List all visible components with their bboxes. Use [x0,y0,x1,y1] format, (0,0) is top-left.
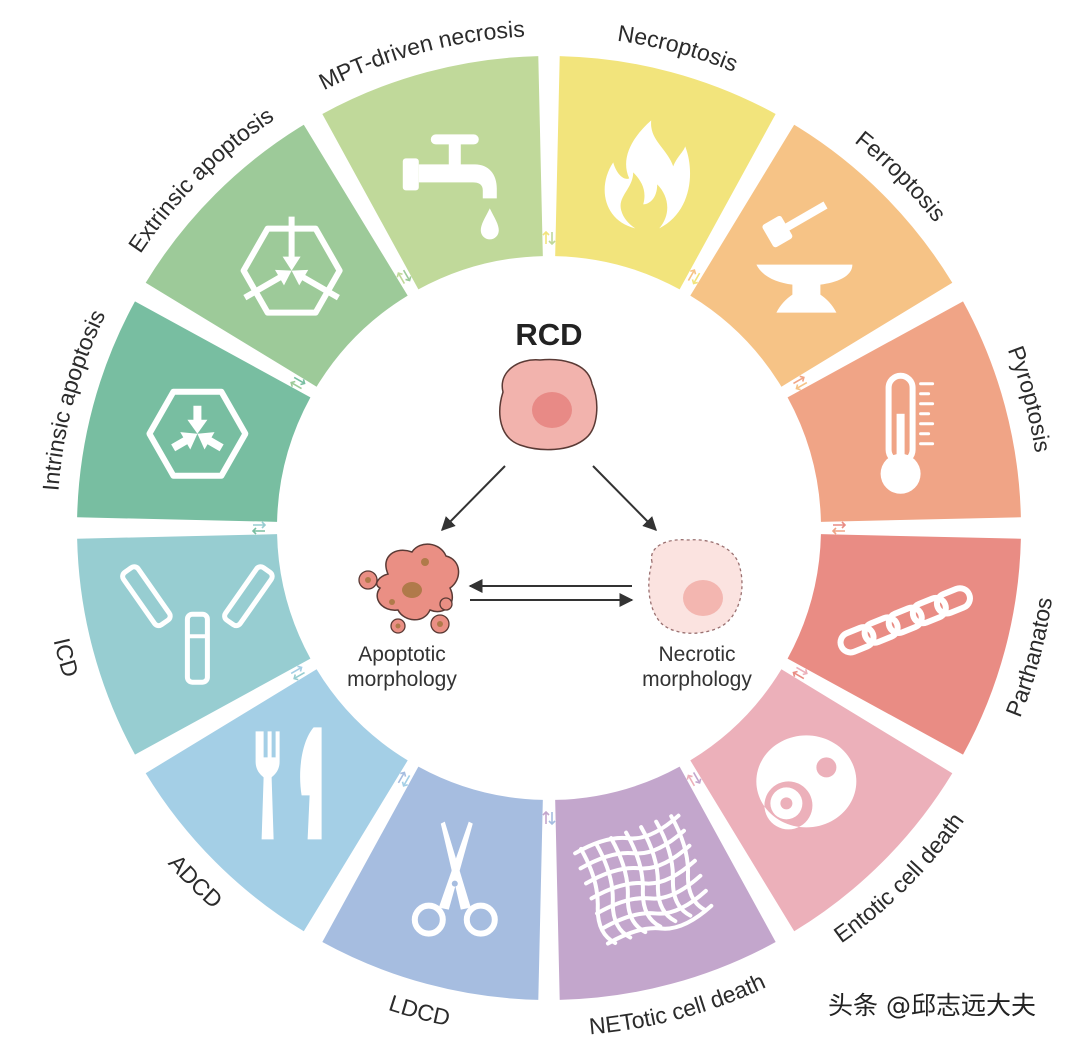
segment-adcd [145,669,408,932]
necrotic-cell [648,539,743,634]
arrow-to-apoptotic [441,465,506,531]
connector-arrows [251,521,267,535]
normal-cell [499,358,598,451]
connector-arrows [831,521,847,535]
segment-connectors [251,230,847,826]
connector-arrows [792,666,808,680]
connector-arrows [290,376,306,390]
segment-ldcd [322,766,543,1000]
hexagon-arrows-icon [146,388,249,479]
label-ldcd: LDCD [386,990,453,1031]
net-icon [573,813,714,946]
connector-arrows [290,665,305,681]
watermark: 头条 @邱志远大夫 [828,991,1036,1020]
scissors-icon [411,821,498,937]
connector-arrows [396,269,412,284]
segment-icons [120,120,973,946]
connector-arrows [542,810,556,826]
segment-labels: NecroptosisFerroptosisPyroptosisParthana… [37,16,1057,1040]
necrotic-label-line1: Necrotic [658,643,735,666]
center-title: RCD [515,317,582,352]
segment-icd [77,534,311,755]
hexagon-arrows-out-icon [240,216,343,316]
connector-arrows [542,230,556,246]
connector-arrows [686,772,702,787]
segment-ferroptosis [690,124,953,387]
hammer-anvil-icon [756,201,853,313]
center-panel: RCD Apoptotic morphology Nec [347,317,752,691]
faucet-icon [402,134,499,240]
connector-arrows [687,269,701,285]
apoptotic-cell [358,543,460,634]
segment-extrinsic-apoptosis [145,124,408,387]
chain-icon [837,585,973,656]
label-icd: ICD [49,635,84,679]
segment-ring [77,56,1021,1000]
antibody-icon [120,564,275,685]
segment-pyroptosis [787,301,1021,522]
connector-arrows [793,375,808,391]
fork-knife-icon [255,727,322,840]
apoptotic-label-line2: morphology [347,668,457,691]
thermometer-icon [880,372,935,494]
necrotic-label-line2: morphology [642,668,752,691]
apoptotic-label-line1: Apoptotic [358,643,446,666]
fire-icon [604,120,691,229]
arrow-to-necrotic [592,465,657,531]
connector-arrows [397,771,411,787]
cell-in-cell-icon [756,735,857,830]
